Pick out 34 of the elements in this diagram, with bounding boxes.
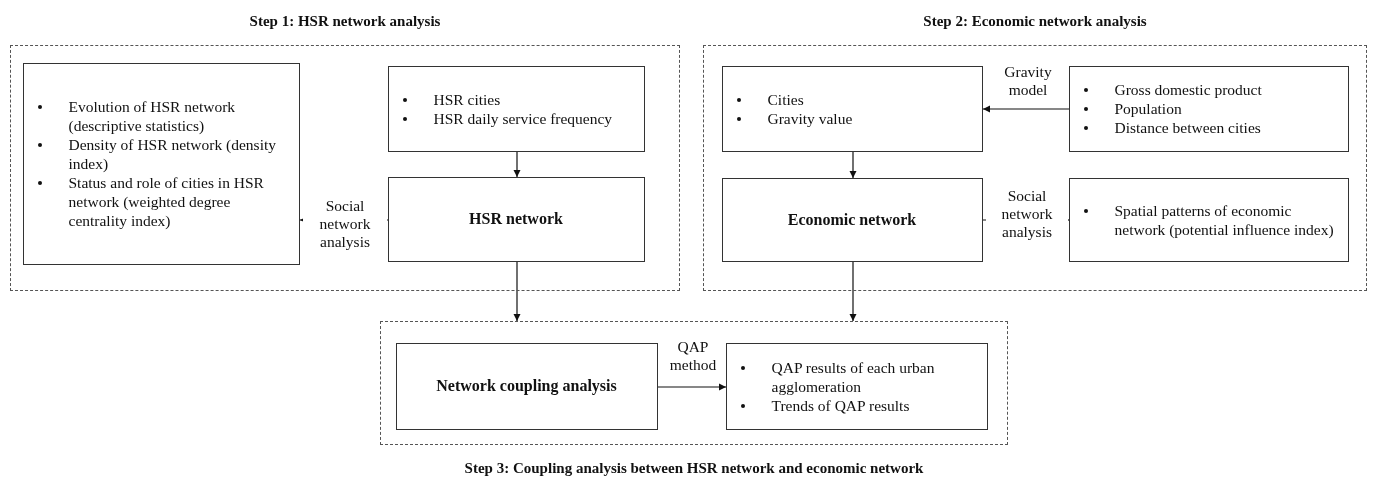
bullet-item: Gross domestic product bbox=[1069, 80, 1348, 99]
list-box bbox=[387, 65, 645, 152]
bullet-item: Evolution of HSR network (descriptive statistics) bbox=[23, 97, 299, 135]
bullet-item: Population bbox=[1069, 99, 1348, 118]
list-box bbox=[721, 65, 983, 152]
step-heading: Step 2: Economic network analysis bbox=[923, 13, 1147, 30]
bullet-item: Trends of QAP results bbox=[726, 395, 987, 415]
process-box bbox=[387, 176, 645, 262]
bullet-item: HSR daily service frequency bbox=[388, 108, 644, 128]
arrow bbox=[849, 151, 857, 179]
arrow bbox=[513, 261, 521, 322]
arrow bbox=[849, 261, 857, 322]
list-box bbox=[1068, 177, 1349, 262]
arrow bbox=[657, 383, 727, 391]
bullet-item: QAP results of each urban agglomeration bbox=[726, 357, 987, 396]
bullet-item: Distance between cities bbox=[1069, 118, 1348, 137]
list-box bbox=[725, 342, 988, 430]
bullet-item: HSR cities bbox=[388, 89, 644, 109]
process-box bbox=[721, 177, 983, 262]
bullet-item: Cities bbox=[722, 89, 982, 109]
bullet-item: Spatial patterns of economic network (potential influence index) bbox=[1069, 200, 1348, 239]
bullet-item: Gravity value bbox=[722, 108, 982, 128]
step-heading: Step 3: Coupling analysis between HSR network and economic network bbox=[464, 460, 924, 477]
box-title: HSR network bbox=[469, 210, 563, 228]
step-heading: Step 1: HSR network analysis bbox=[249, 13, 441, 30]
bullet-item: Status and role of cities in HSR network (weighted degree centrality index) bbox=[23, 173, 299, 230]
arrow bbox=[513, 151, 521, 178]
list-box bbox=[1068, 65, 1349, 152]
box-title: Economic network bbox=[787, 210, 917, 229]
process-box bbox=[395, 342, 658, 430]
box-title: Network coupling analysis bbox=[436, 377, 617, 395]
arrow bbox=[982, 105, 1070, 113]
list-box bbox=[22, 62, 300, 265]
bullet-item: Density of HSR network (density index) bbox=[23, 135, 299, 173]
